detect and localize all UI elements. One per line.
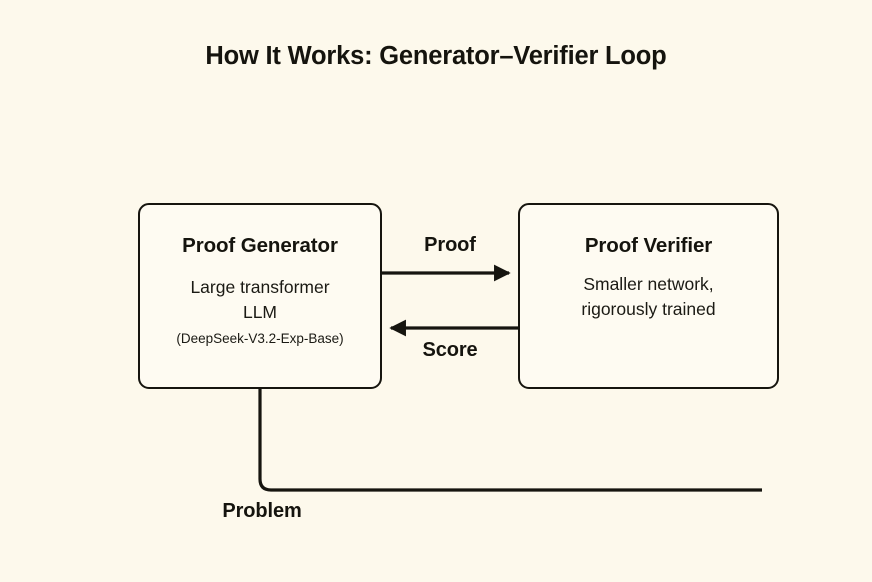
node-proof-verifier-subtitle: Smaller network,rigorously trained [581,274,716,319]
node-proof-verifier-title: Proof Verifier [584,234,713,257]
edge-label-proof: Proof [424,234,476,256]
page-title: How It Works: Generator–Verifier Loop [205,42,667,70]
node-proof-generator-title: Proof Generator [182,234,338,257]
node-proof-verifier[interactable]: Proof Verifier Smaller network,rigorousl… [518,203,779,389]
edge-label-score: Score [422,339,478,361]
edge-label-problem: Problem [222,500,302,522]
node-proof-generator-note: (DeepSeek-V3.2-Exp-Base) [176,331,344,346]
edge-problem-line [258,389,762,492]
